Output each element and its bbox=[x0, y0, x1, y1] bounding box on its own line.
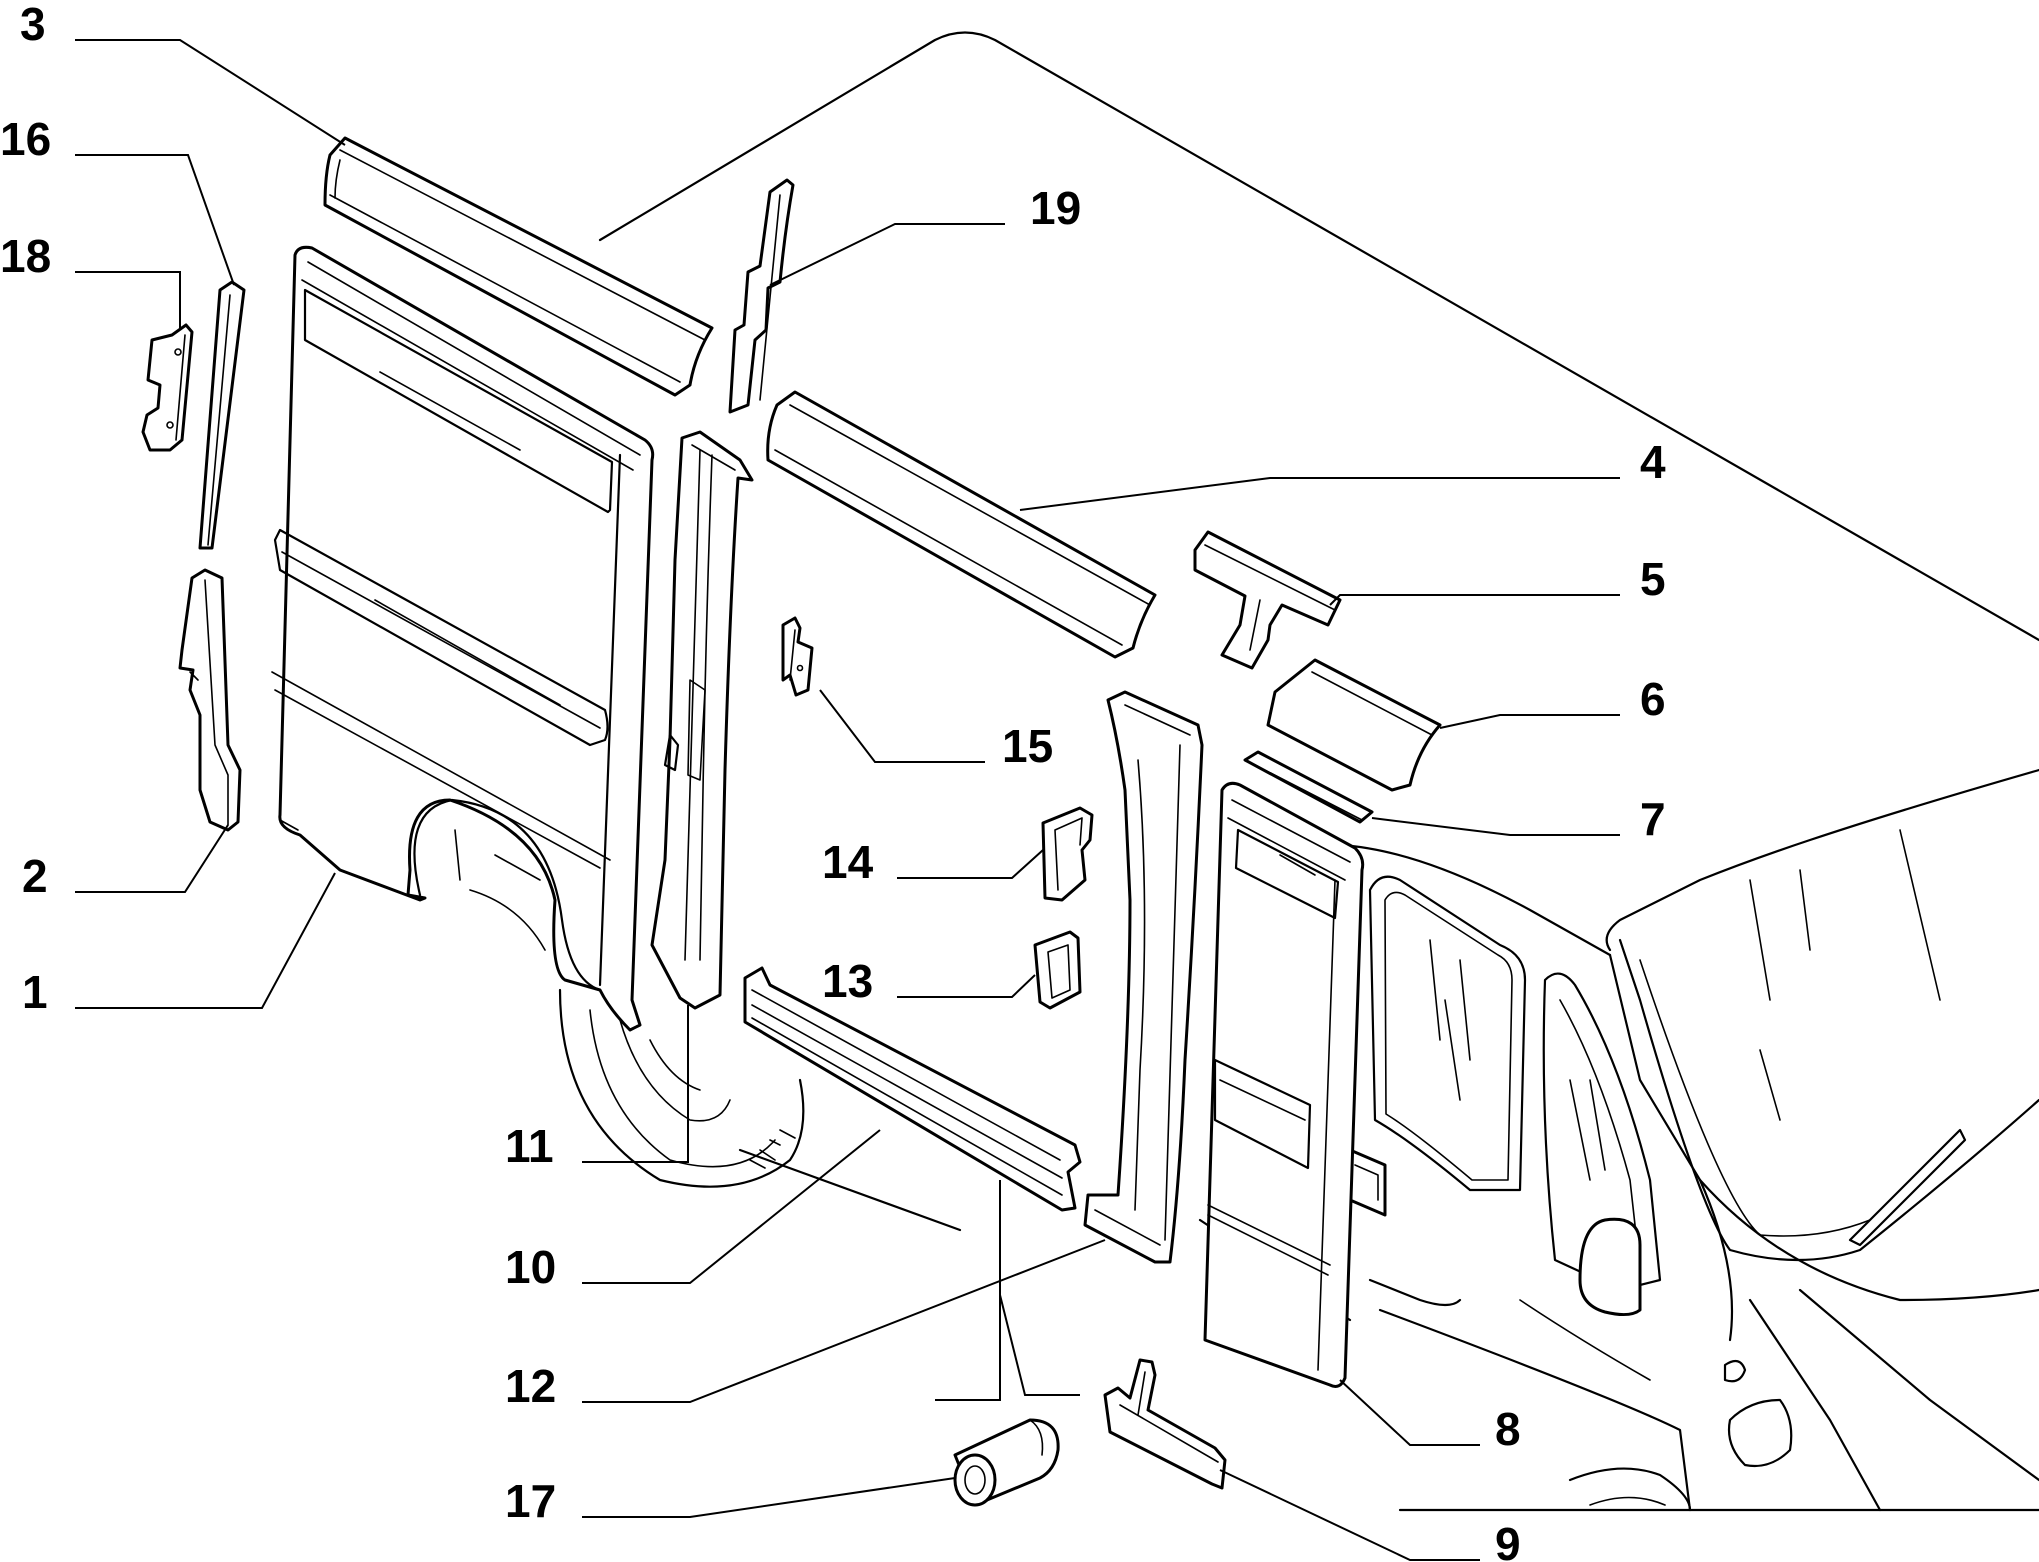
callout-17: 17 bbox=[505, 1475, 556, 1527]
part-11-b-pillar bbox=[650, 430, 754, 1010]
callout-9: 9 bbox=[1495, 1518, 1521, 1562]
callout-15: 15 bbox=[1002, 720, 1053, 772]
part-1-side-panel bbox=[271, 245, 655, 1032]
part-3-roof-rail bbox=[323, 136, 714, 397]
part-5-t-bracket bbox=[1193, 530, 1342, 670]
van-body-outline bbox=[558, 31, 2039, 1512]
callout-labels: 3 16 18 19 4 5 6 7 15 14 13 2 1 11 10 12… bbox=[0, 0, 1666, 1562]
callout-12: 12 bbox=[505, 1360, 556, 1412]
callout-13: 13 bbox=[822, 955, 873, 1007]
callout-1: 1 bbox=[22, 966, 48, 1018]
part-18-bracket bbox=[141, 323, 194, 452]
part-15-bracket bbox=[781, 616, 814, 697]
callout-11: 11 bbox=[505, 1120, 554, 1172]
leader-lines bbox=[75, 39, 1620, 1561]
part-9-t-bracket bbox=[1103, 1358, 1227, 1490]
callout-10: 10 bbox=[505, 1241, 556, 1293]
callout-6: 6 bbox=[1640, 673, 1666, 725]
callout-3: 3 bbox=[20, 0, 46, 50]
part-16-strip bbox=[198, 280, 246, 550]
part-13-grommet bbox=[1033, 930, 1082, 1010]
callout-18: 18 bbox=[0, 230, 51, 282]
callout-14: 14 bbox=[822, 836, 874, 888]
part-19-pillar-strip bbox=[728, 178, 795, 414]
callout-7: 7 bbox=[1640, 793, 1666, 845]
part-12-c-pillar bbox=[1083, 690, 1204, 1264]
part-10-sill bbox=[743, 966, 1082, 1212]
part-4-roof-rail bbox=[766, 390, 1157, 659]
part-6-roof-bow bbox=[1266, 658, 1442, 792]
part-7-rail bbox=[1243, 750, 1374, 824]
callout-5: 5 bbox=[1640, 553, 1666, 605]
callout-2: 2 bbox=[22, 850, 48, 902]
callout-4: 4 bbox=[1640, 436, 1666, 488]
part-14-plug bbox=[1041, 806, 1094, 902]
callout-19: 19 bbox=[1030, 182, 1081, 234]
part-2-pillar-lower bbox=[178, 568, 242, 832]
part-17-bush bbox=[953, 1418, 1060, 1507]
callout-8: 8 bbox=[1495, 1403, 1521, 1455]
part-8-sliding-door bbox=[1203, 781, 1365, 1388]
callout-16: 16 bbox=[0, 113, 51, 165]
